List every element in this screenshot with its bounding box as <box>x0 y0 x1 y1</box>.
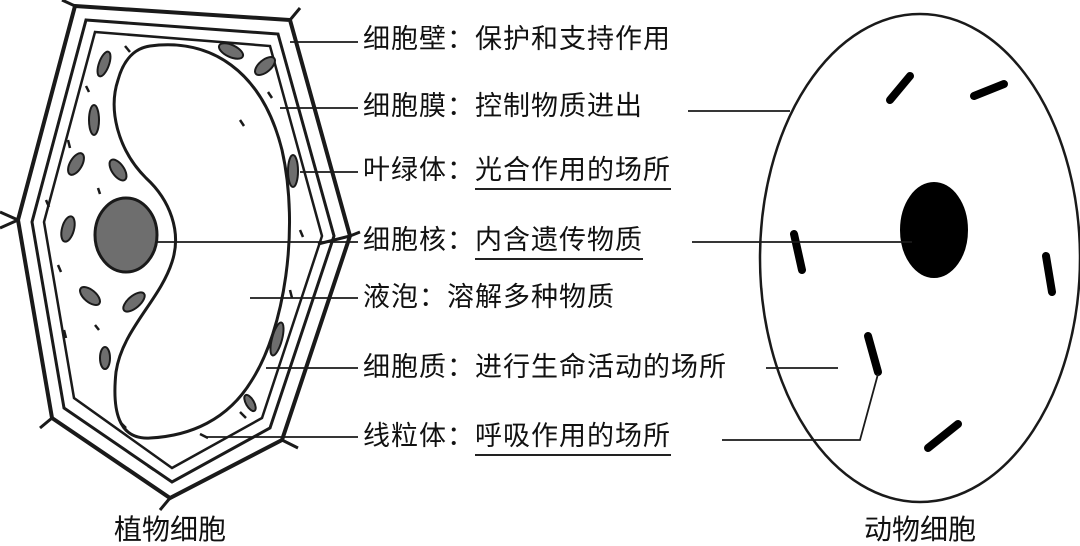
cell-structure-diagram <box>0 0 1080 511</box>
label-name: 细胞壁 <box>363 24 447 55</box>
label-separator: ： <box>447 352 475 383</box>
label-chloroplast: 叶绿体：光合作用的场所 <box>363 155 671 190</box>
label-vacuole: 液泡：溶解多种物质 <box>363 282 615 314</box>
label-mitochondrion: 线粒体：呼吸作用的场所 <box>363 421 671 456</box>
label-name: 细胞质 <box>363 352 447 383</box>
label-description: 溶解多种物质 <box>447 282 615 313</box>
plant-mitochondria <box>44 45 305 472</box>
label-name: 细胞核 <box>363 225 447 256</box>
label-description: 光合作用的场所 <box>475 155 671 190</box>
animal-cell-membrane <box>758 12 1080 504</box>
plant-cell-membrane <box>42 30 324 470</box>
label-description: 进行生命活动的场所 <box>475 352 727 383</box>
label-separator: ： <box>419 282 447 313</box>
label-description: 保护和支持作用 <box>475 24 671 55</box>
label-name: 线粒体 <box>363 421 447 452</box>
label-name: 细胞膜 <box>363 91 447 122</box>
label-cell-wall: 细胞壁：保护和支持作用 <box>363 24 671 56</box>
plant-cell-caption: 植物细胞 <box>114 513 227 546</box>
label-separator: ： <box>447 155 475 186</box>
plant-cell <box>0 0 361 511</box>
label-name: 液泡 <box>363 282 419 313</box>
label-separator: ： <box>447 225 475 256</box>
label-nucleus: 细胞核：内含遗传物质 <box>363 225 643 260</box>
animal-leader-lines <box>688 110 912 441</box>
label-separator: ： <box>447 24 475 55</box>
label-description: 控制物质进出 <box>475 91 643 122</box>
label-cell-membrane: 细胞膜：控制物质进出 <box>363 91 643 123</box>
plant-leader-lines <box>156 41 358 438</box>
animal-nucleus <box>900 182 968 278</box>
label-separator: ： <box>447 91 475 122</box>
label-description: 内含遗传物质 <box>475 225 643 260</box>
label-cytoplasm: 细胞质：进行生命活动的场所 <box>363 352 727 384</box>
plant-wall-spikes <box>0 0 361 511</box>
plant-nucleus <box>93 196 159 274</box>
plant-chloroplasts <box>60 42 299 413</box>
animal-cell-caption: 动物细胞 <box>864 513 977 546</box>
animal-mitochondria <box>790 72 1056 452</box>
label-separator: ： <box>447 421 475 452</box>
label-name: 叶绿体 <box>363 155 447 186</box>
plant-cell-wall-inner <box>30 18 336 484</box>
animal-cell <box>688 12 1080 504</box>
label-description: 呼吸作用的场所 <box>475 421 671 456</box>
